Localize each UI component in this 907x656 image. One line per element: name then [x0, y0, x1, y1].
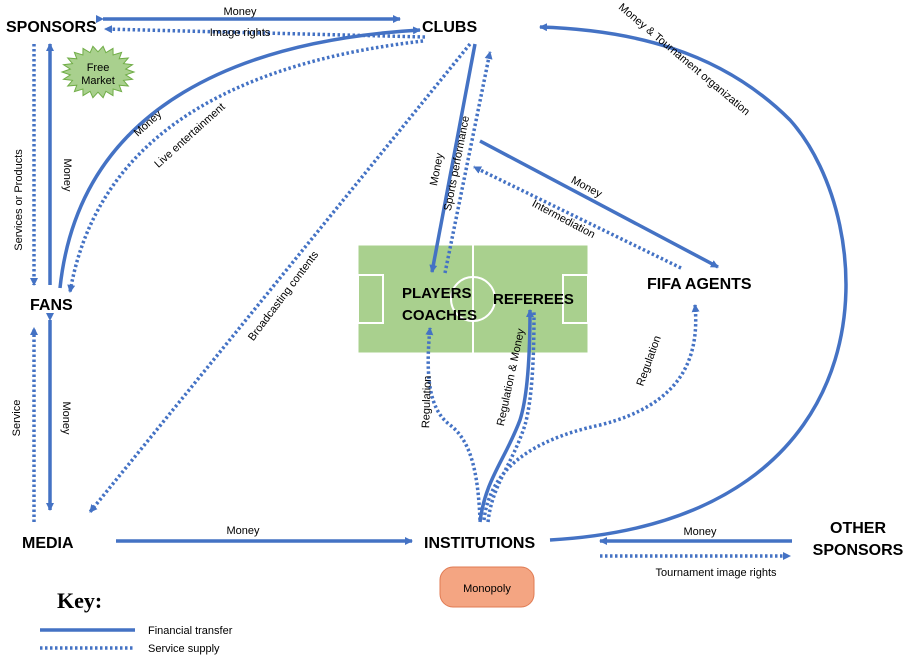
institutions-referees-reg-money-dotted	[486, 311, 536, 523]
clubs-media-broadcast-arrow	[88, 42, 472, 514]
clubs-sponsors-image-arrow	[104, 25, 426, 39]
institutions-players-regulation-arrow	[425, 327, 482, 521]
monopoly-badge: Monopoly	[439, 566, 535, 608]
other-sponsors-node-1: OTHER	[830, 520, 886, 537]
fans-clubs-money-arrow	[58, 26, 421, 289]
fans-media-money-label: Money	[60, 401, 72, 435]
clubs-media-broadcast-label: Broadcasting contents	[246, 249, 321, 344]
fans-node: FANS	[30, 297, 73, 314]
sponsors-fans-services-label: Services or Products	[13, 149, 25, 251]
clubs-node: CLUBS	[422, 19, 477, 36]
legend-service-label: Service supply	[148, 643, 220, 655]
free-market-label-2: Market	[81, 75, 115, 87]
institutions-referees-reg-money-arrow	[478, 309, 534, 523]
institutions-node: INSTITUTIONS	[424, 535, 535, 552]
sponsors-node: SPONSORS	[6, 19, 97, 36]
institutions-agents-regulation-arrow	[482, 304, 700, 521]
sponsors-clubs-money-label: Money	[223, 6, 257, 18]
agents-clubs-intermediation-label: Intermediation	[530, 198, 597, 241]
clubs-players-money-label: Money	[428, 152, 446, 187]
institutions-clubs-money-arrow	[539, 23, 848, 542]
free-market-badge: Free Market	[60, 45, 136, 99]
other-institutions-money-label: Money	[683, 526, 717, 538]
referees-node: REFEREES	[493, 291, 574, 308]
institutions-players-regulation-label: Regulation	[420, 375, 434, 428]
legend-title: Key:	[57, 588, 102, 613]
players-node: PLAYERS	[402, 285, 471, 302]
agents-clubs-intermediation-arrow	[473, 165, 682, 270]
football-pitch	[357, 244, 589, 354]
free-market-label-1: Free	[87, 62, 110, 74]
legend-financial-label: Financial transfer	[148, 625, 233, 637]
fans-sponsors-money-label: Money	[61, 158, 73, 192]
clubs-agents-money-arrow	[479, 139, 719, 269]
monopoly-label: Monopoly	[463, 583, 511, 595]
media-institutions-money-label: Money	[226, 525, 260, 537]
coaches-node: COACHES	[402, 307, 477, 324]
other-sponsors-node-2: SPONSORS	[813, 542, 904, 559]
institutions-other-image-label: Tournament image rights	[655, 567, 777, 579]
institutions-agents-regulation-label: Regulation	[635, 334, 664, 388]
clubs-fans-live-arrow	[67, 39, 424, 293]
fifa-agents-node: FIFA AGENTS	[647, 276, 752, 293]
legend: Key: Financial transfer Service supply	[40, 588, 233, 655]
clubs-sponsors-image-label: Image rights	[210, 27, 271, 39]
media-fans-service-label: Service	[11, 400, 23, 437]
media-node: MEDIA	[22, 535, 74, 552]
fans-clubs-money-label: Money	[132, 108, 165, 139]
clubs-fans-live-label: Live entertainment	[152, 101, 227, 170]
institutions-clubs-money-label: Money & Tournament organization	[616, 1, 752, 118]
clubs-players-money-arrow	[429, 43, 477, 273]
